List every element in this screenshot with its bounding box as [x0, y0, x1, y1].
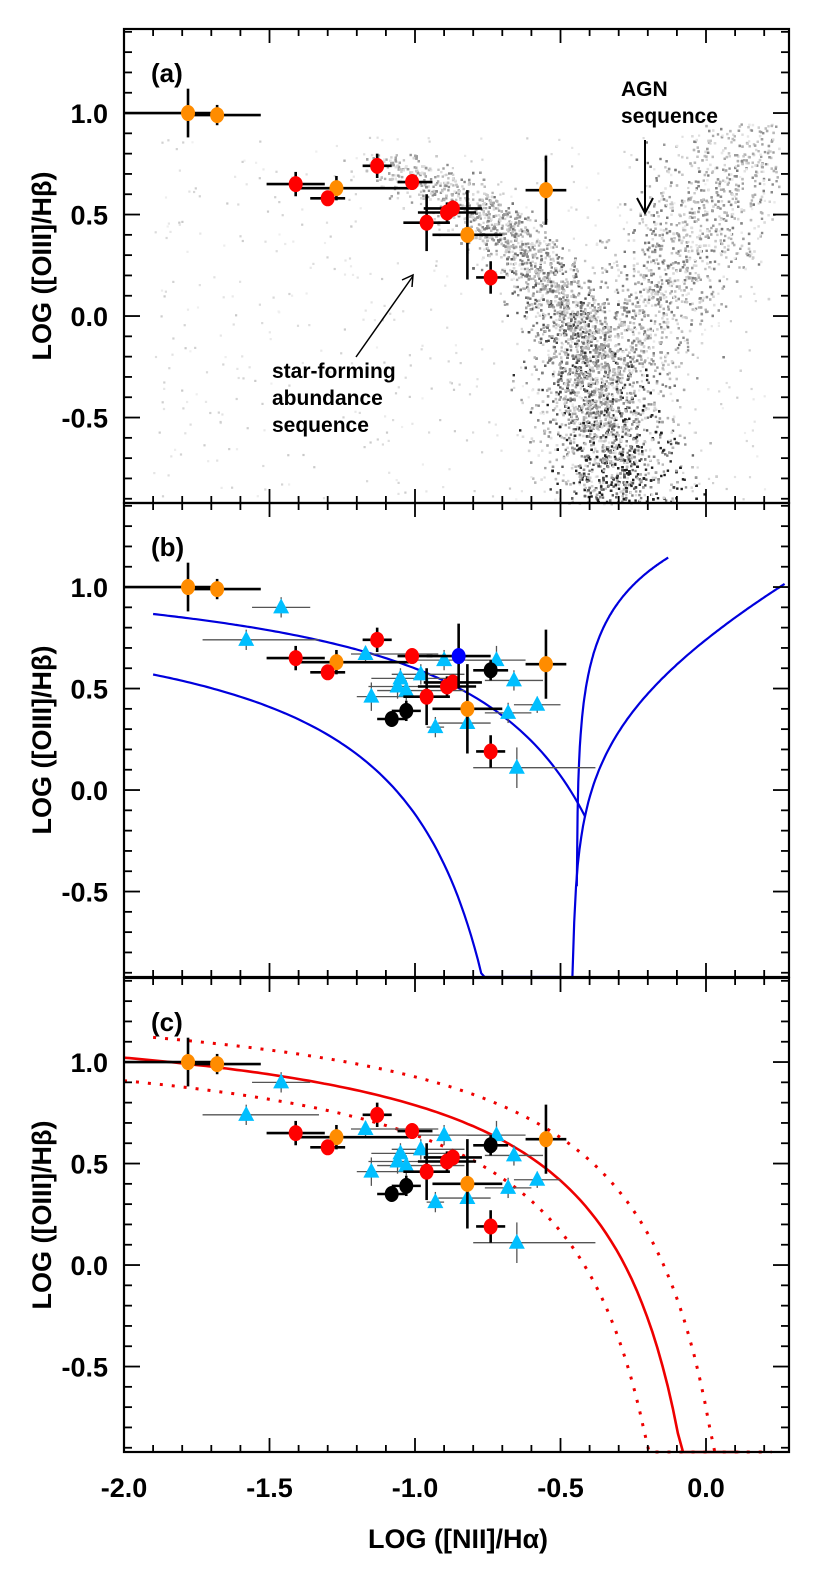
circle-marker	[460, 1176, 474, 1192]
triangle-marker	[238, 1106, 254, 1121]
y-axis-label-c: LOG ([OIII]/Hβ)	[27, 1121, 57, 1310]
triangle-marker	[509, 1234, 525, 1249]
x-tick-label: -0.5	[537, 1473, 584, 1503]
circle-marker	[210, 581, 224, 597]
sdss-density-cloud	[153, 123, 780, 505]
triangle-marker	[358, 1120, 374, 1135]
sf-annotation-line3: sequence	[272, 414, 369, 437]
triangle-marker	[500, 704, 516, 719]
circle-marker	[446, 1149, 460, 1165]
triangle-marker	[427, 1193, 443, 1208]
sf-arrow-icon	[356, 276, 413, 357]
panel-label-b: (b)	[151, 532, 184, 562]
y-tick-label: -0.5	[61, 1353, 108, 1383]
triangle-marker	[427, 718, 443, 733]
circle-marker	[460, 701, 474, 717]
circle-marker	[181, 105, 195, 121]
x-axis-label: LOG ([NII]/Hα)	[368, 1524, 548, 1554]
circle-marker	[289, 1125, 303, 1141]
circle-marker	[370, 158, 384, 174]
circle-marker	[484, 662, 498, 678]
y-tick-label: 0.0	[70, 1251, 108, 1281]
demarcation-curves	[124, 558, 785, 1452]
panel-label-c: (c)	[151, 1007, 183, 1037]
y-tick-label: 0.0	[70, 302, 108, 332]
circle-marker	[539, 182, 553, 198]
y-tick-label: 1.0	[70, 573, 108, 603]
circle-marker	[420, 689, 434, 705]
circle-marker	[210, 107, 224, 123]
circle-marker	[289, 650, 303, 666]
panel-label-a: (a)	[151, 58, 183, 88]
circle-marker	[420, 215, 434, 231]
axis-labels: LOG ([OIII]/Hβ) LOG ([OIII]/Hβ) LOG ([OI…	[27, 58, 718, 1554]
y-tick-label: 0.5	[70, 675, 108, 705]
circle-marker	[370, 632, 384, 648]
y-tick-label: 0.5	[70, 1150, 108, 1180]
triangle-marker	[529, 696, 545, 711]
circle-marker	[289, 176, 303, 192]
triangle-marker	[238, 631, 254, 646]
red-solid-curve	[124, 1058, 740, 1452]
y-tick-label: -0.5	[61, 404, 108, 434]
right-blue-branch-lower	[572, 584, 784, 977]
circle-marker	[539, 1131, 553, 1147]
y-axis-label-b: LOG ([OIII]/Hβ)	[27, 646, 57, 835]
circle-marker	[399, 1178, 413, 1194]
circle-marker	[405, 174, 419, 190]
circle-marker	[484, 1137, 498, 1153]
circle-marker	[452, 648, 466, 664]
y-tick-label: 0.5	[70, 201, 108, 231]
lower-blue-curve	[153, 675, 559, 978]
circle-marker	[321, 1139, 335, 1155]
triangle-marker	[273, 598, 289, 613]
x-tick-label: 0.0	[687, 1473, 725, 1503]
right-blue-branch-upper	[577, 558, 668, 887]
sf-annotation-line1: star-forming	[272, 360, 396, 383]
red-dotted-upper-curve	[153, 1037, 771, 1452]
triangle-marker	[509, 759, 525, 774]
circle-marker	[385, 711, 399, 727]
x-tick-label: -2.0	[101, 1473, 148, 1503]
circle-marker	[405, 648, 419, 664]
circle-marker	[321, 664, 335, 680]
sf-arrowhead-icon	[402, 275, 413, 287]
circle-marker	[460, 227, 474, 243]
circle-marker	[484, 269, 498, 285]
triangle-marker	[529, 1171, 545, 1186]
circle-marker	[484, 1218, 498, 1234]
agn-annotation-line1: AGN	[621, 78, 668, 101]
triangle-marker	[436, 1126, 452, 1141]
x-tick-label: -1.5	[246, 1473, 293, 1503]
data-points	[124, 89, 595, 1263]
sf-annotation-line2: abundance	[272, 387, 383, 410]
circle-marker	[399, 703, 413, 719]
circle-marker	[181, 579, 195, 595]
circle-marker	[420, 1164, 434, 1180]
triangle-marker	[363, 1163, 379, 1178]
y-tick-label: -0.5	[61, 878, 108, 908]
circle-marker	[405, 1123, 419, 1139]
triangle-marker	[436, 651, 452, 666]
circle-marker	[385, 1186, 399, 1202]
triangle-marker	[363, 688, 379, 703]
upper-blue-curve	[153, 614, 585, 817]
y-tick-label: 0.0	[70, 776, 108, 806]
circle-marker	[539, 656, 553, 672]
y-tick-label: 1.0	[70, 1048, 108, 1078]
circle-marker	[321, 190, 335, 206]
circle-marker	[181, 1054, 195, 1070]
x-tick-label: -1.0	[392, 1473, 439, 1503]
circle-marker	[446, 200, 460, 216]
y-tick-label: 1.0	[70, 99, 108, 129]
agn-annotation-line2: sequence	[621, 105, 718, 128]
circle-marker	[370, 1107, 384, 1123]
circle-marker	[484, 743, 498, 759]
triangle-marker	[506, 671, 522, 686]
circle-marker	[210, 1056, 224, 1072]
y-axis-label-a: LOG ([OIII]/Hβ)	[27, 172, 57, 361]
